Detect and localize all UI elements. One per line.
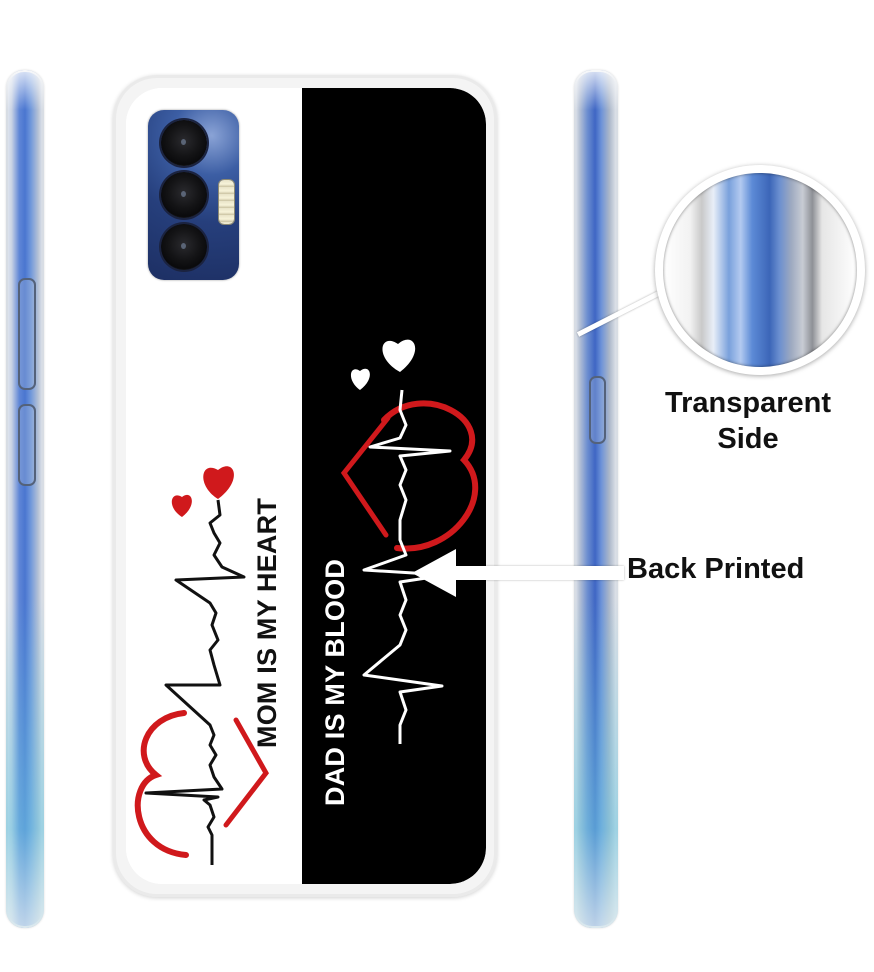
heart-icon xyxy=(203,466,234,499)
magnifier-circle xyxy=(655,165,865,375)
mom-heartbeat-artwork xyxy=(134,466,269,865)
dad-text: DAD IS MY BLOOD xyxy=(320,558,350,806)
heart-outline-icon xyxy=(134,710,189,858)
side-gradient-fade xyxy=(574,598,618,928)
camera-lens-icon xyxy=(161,120,207,166)
heartbeat-line-icon xyxy=(144,499,246,865)
phone-right-side-view xyxy=(574,70,618,928)
arrow-left-icon xyxy=(412,549,456,597)
heart-outline-stroke xyxy=(223,717,269,828)
print-black-half xyxy=(302,88,486,884)
arrow-shaft xyxy=(452,566,624,580)
magnified-side-detail xyxy=(663,173,857,367)
flash-icon xyxy=(219,180,234,224)
transparent-side-label: Transparent Side xyxy=(648,385,848,457)
dad-heartbeat-artwork xyxy=(340,339,479,744)
heart-icon xyxy=(350,368,370,390)
heart-outline-stroke xyxy=(340,415,391,538)
heart-outline-icon xyxy=(381,400,479,552)
power-button-outline xyxy=(18,404,36,486)
phone-left-side-view xyxy=(6,70,44,928)
side-highlight xyxy=(6,70,44,110)
heart-icon xyxy=(171,494,192,517)
volume-button-outline xyxy=(18,278,36,390)
heartbeat-line-icon xyxy=(362,389,452,744)
heart-icon xyxy=(382,339,416,372)
side-gradient-fade xyxy=(6,598,44,928)
camera-lens-icon xyxy=(161,172,207,218)
camera-lens-icon xyxy=(161,224,207,270)
back-printed-label: Back Printed xyxy=(627,553,805,585)
side-highlight xyxy=(574,70,618,110)
mom-text: MOM IS MY HEART xyxy=(252,497,282,748)
transparent-side-label-line1: Transparent xyxy=(665,387,831,419)
side-button-outline xyxy=(589,376,606,444)
transparent-side-label-line2: Side xyxy=(717,423,779,455)
camera-module xyxy=(148,110,239,280)
